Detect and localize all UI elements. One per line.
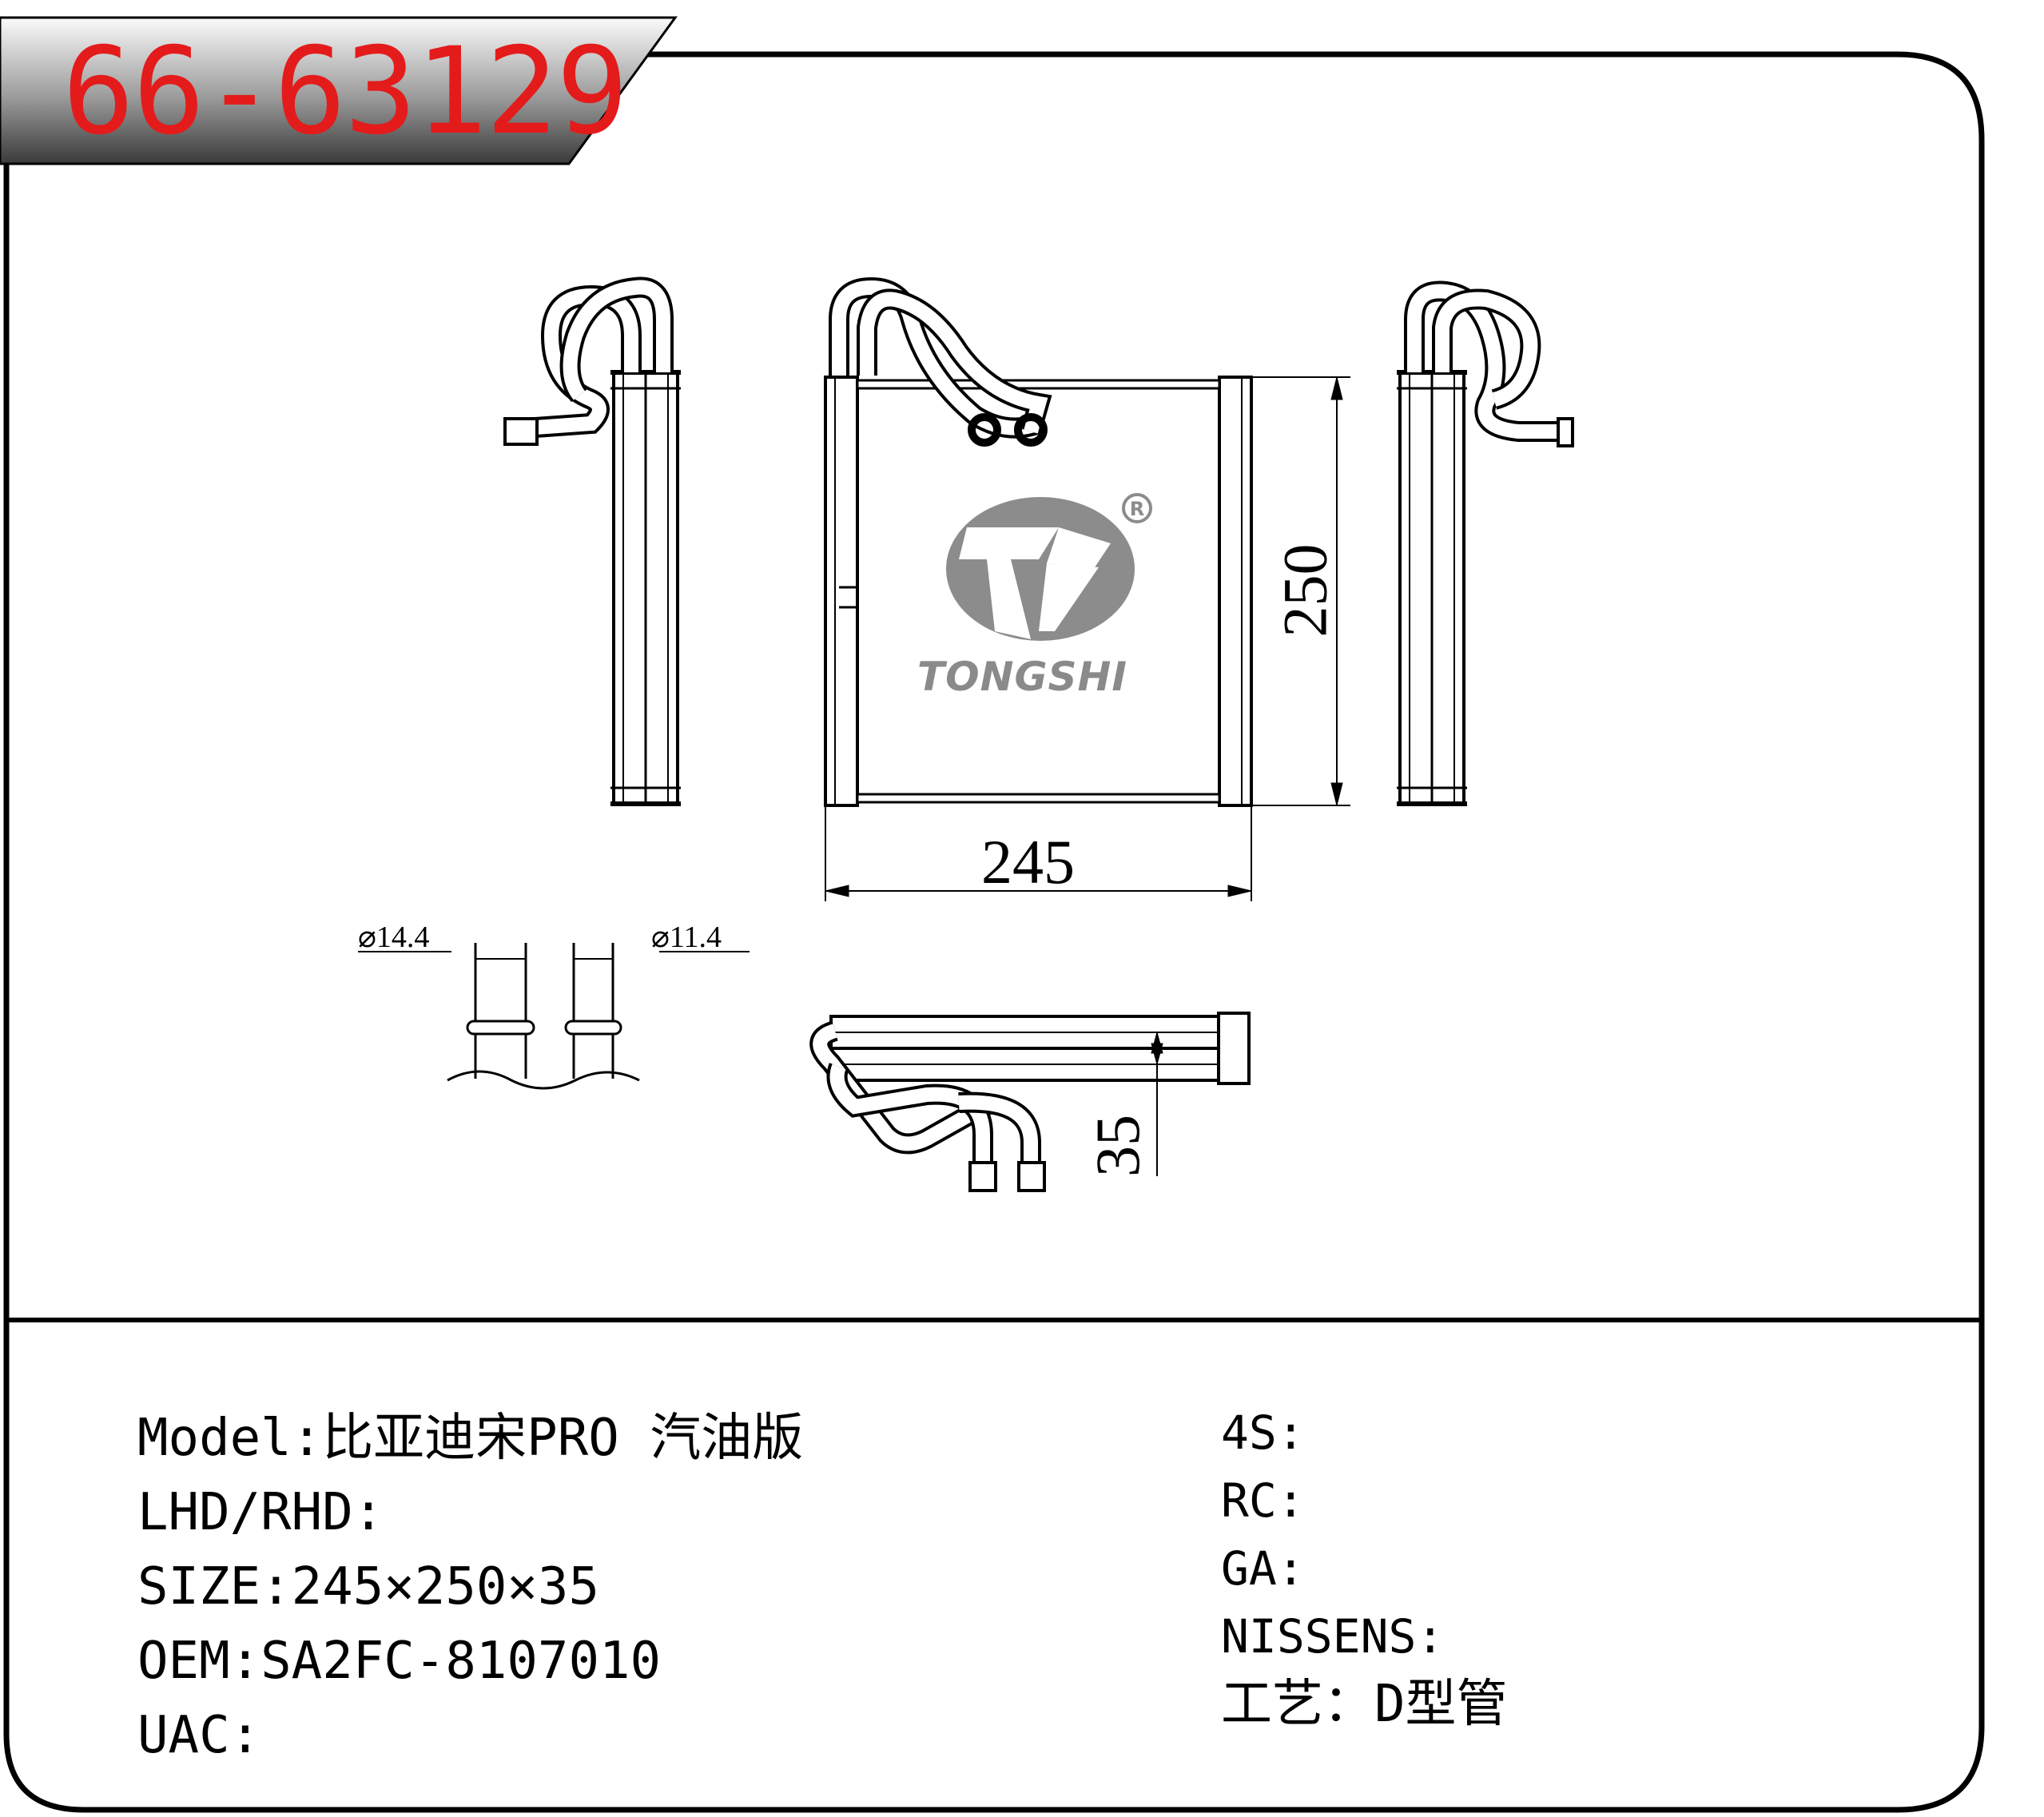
spec-process: 工艺：D型管: [1221, 1676, 1508, 1732]
part-number: 66-63129: [62, 22, 628, 161]
dim-depth: 35: [1083, 1115, 1152, 1177]
spec-ga: GA:: [1221, 1541, 1305, 1596]
spec-uac-label: UAC:: [137, 1706, 261, 1765]
spec-nissens: NISSENS:: [1221, 1608, 1444, 1664]
svg-text:R: R: [1130, 498, 1144, 520]
brand-name: TONGSHI: [917, 654, 1127, 700]
outer-border: [3, 51, 1985, 1813]
spec-lhd-rhd-label: LHD/RHD:: [137, 1483, 384, 1542]
spec-model-label: Model:: [137, 1409, 323, 1468]
spec-uac: UAC:: [137, 1708, 260, 1763]
spec-oem: OEM:SA2FC-8107010: [137, 1633, 661, 1689]
dim-width: 245: [981, 827, 1075, 897]
dim-pipe-outlet: ⌀11.4: [651, 920, 722, 954]
spec-ga-label: GA:: [1221, 1541, 1305, 1596]
spec-size: SIZE:245×250×35: [137, 1559, 599, 1615]
spec-model: Model:比亚迪宋PRO 汽油版: [137, 1410, 803, 1466]
spec-rc: RC:: [1221, 1473, 1305, 1529]
spec-size-value: 245×250×35: [291, 1557, 599, 1616]
tongshi-logo: R: [946, 493, 1152, 641]
dim-pipe-inlet: ⌀14.4: [358, 920, 430, 954]
pipe-detail: [358, 943, 750, 1090]
spec-rc-label: RC:: [1221, 1473, 1305, 1528]
spec-lhd-rhd: LHD/RHD:: [137, 1485, 384, 1541]
spec-nissens-label: NISSENS:: [1221, 1609, 1445, 1664]
bottom-view: [809, 1012, 1251, 1192]
dim-height: 250: [1270, 543, 1340, 638]
front-view: [824, 276, 1350, 901]
side-view-right: [1397, 280, 1574, 804]
spec-oem-label: OEM:: [137, 1632, 261, 1691]
spec-4s-label: 4S:: [1221, 1405, 1305, 1460]
spec-process-value: D型管: [1374, 1675, 1508, 1734]
spec-size-label: SIZE:: [137, 1557, 292, 1616]
spec-oem-value: SA2FC-8107010: [260, 1632, 662, 1691]
side-view-left: [503, 276, 681, 805]
spec-4s: 4S:: [1221, 1405, 1305, 1461]
spec-model-value: 比亚迪宋PRO 汽油版: [322, 1409, 804, 1468]
spec-process-label: 工艺：: [1221, 1675, 1374, 1734]
part-number-banner: [0, 16, 678, 165]
